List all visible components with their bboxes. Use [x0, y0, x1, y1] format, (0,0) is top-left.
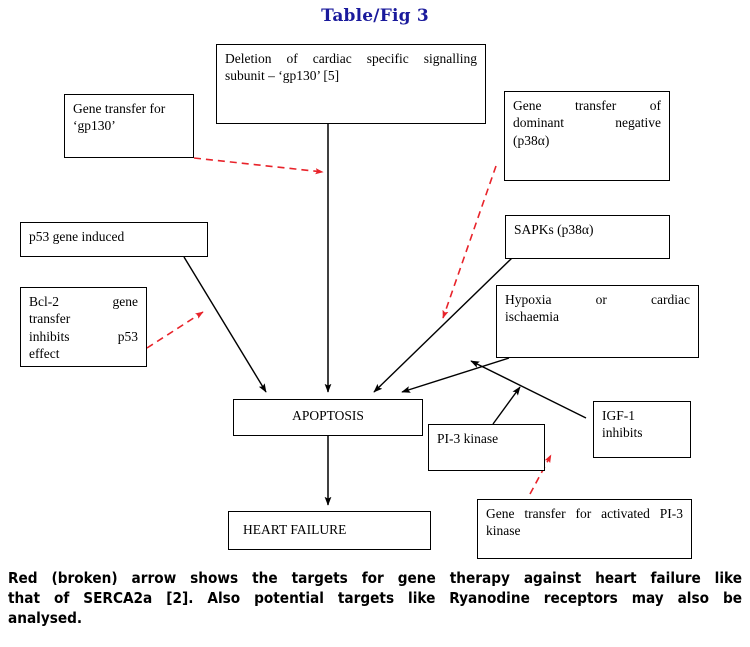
box-hypoxia-line1: Hypoxia or cardiac	[505, 292, 690, 307]
arrow-igf1-to-hypoxia-line	[470, 360, 587, 419]
box-heart-failure-label: HEART FAILURE	[243, 522, 347, 537]
dashed-arrow-dn-p38-transfer	[442, 165, 497, 319]
box-apoptosis-label: APOPTOSIS	[292, 408, 364, 423]
figure-title: Table/Fig 3	[321, 6, 429, 26]
box-hypoxia[interactable]: Hypoxia or cardiac ischaemia	[496, 285, 699, 358]
box-gene-transfer-gp130-line1: Gene transfer for	[73, 101, 166, 116]
box-p53-gene-induced-line1: p53 gene induced	[29, 229, 125, 244]
figure-caption: Red (broken) arrow shows the targets for…	[8, 568, 742, 629]
caption-line-2: that of SERCA2a [2]. Also potential targ…	[8, 589, 742, 608]
box-igf1-line1: IGF-1	[602, 408, 635, 423]
box-gene-transfer-gp130-line2: ‘gp130’	[73, 118, 116, 134]
box-heart-failure[interactable]: HEART FAILURE	[228, 511, 431, 550]
box-deletion-gp130-line2: subunit – ‘gp130’ [5]	[225, 68, 340, 84]
box-deletion-gp130-line1: Deletion of cardiac specific signalling	[225, 51, 477, 66]
box-gene-transfer-pi3-line2: kinase	[486, 523, 521, 539]
caption-line-1: Red (broken) arrow shows the targets for…	[8, 569, 742, 587]
box-bcl2-transfer-line3: inhibits p53	[29, 328, 138, 344]
box-pi3-kinase[interactable]: PI-3 kinase	[428, 424, 545, 471]
arrow-sapks-to-apoptosis	[373, 257, 513, 393]
box-gene-transfer-dn-p38-line3: (p38α)	[513, 132, 550, 148]
box-gene-transfer-pi3-line1: Gene transfer for activated PI-3	[486, 506, 683, 521]
box-p53-gene-induced[interactable]: p53 gene induced	[20, 222, 208, 257]
box-igf1-line2: inhibits	[602, 425, 643, 441]
box-sapks[interactable]: SAPKs (p38α)	[505, 215, 670, 259]
arrow-pi3kinase-to-hypoxia-line	[492, 386, 521, 425]
box-gene-transfer-dn-p38-line1: Gene transfer of	[513, 98, 661, 113]
box-gene-transfer-gp130[interactable]: Gene transfer for ‘gp130’	[64, 94, 194, 158]
box-bcl2-transfer-line1: Bcl-2 gene	[29, 294, 138, 309]
box-hypoxia-line2: ischaemia	[505, 309, 559, 325]
box-deletion-gp130[interactable]: Deletion of cardiac specific signalling …	[216, 44, 486, 124]
box-pi3-kinase-label: PI-3 kinase	[437, 431, 499, 446]
box-apoptosis[interactable]: APOPTOSIS	[233, 399, 423, 436]
arrow-p53-to-apoptosis	[183, 256, 267, 393]
box-bcl2-transfer[interactable]: Bcl-2 gene transfer inhibits p53 effect	[20, 287, 147, 367]
box-bcl2-transfer-line2: transfer	[29, 311, 71, 327]
box-gene-transfer-pi3[interactable]: Gene transfer for activated PI-3 kinase	[477, 499, 692, 559]
box-bcl2-transfer-line4: effect	[29, 345, 60, 361]
caption-line-3: analysed.	[8, 609, 83, 628]
dashed-arrow-bcl2-transfer	[146, 311, 204, 349]
box-sapks-line1: SAPKs (p38α)	[514, 222, 594, 237]
box-gene-transfer-dn-p38-line2: dominant negative	[513, 115, 661, 131]
dashed-arrow-gp130-transfer	[193, 157, 324, 175]
box-gene-transfer-dn-p38[interactable]: Gene transfer of dominant negative (p38α…	[504, 91, 670, 181]
box-igf1-inhibits[interactable]: IGF-1 inhibits	[593, 401, 691, 458]
arrow-hypoxia-to-apoptosis	[401, 357, 510, 393]
